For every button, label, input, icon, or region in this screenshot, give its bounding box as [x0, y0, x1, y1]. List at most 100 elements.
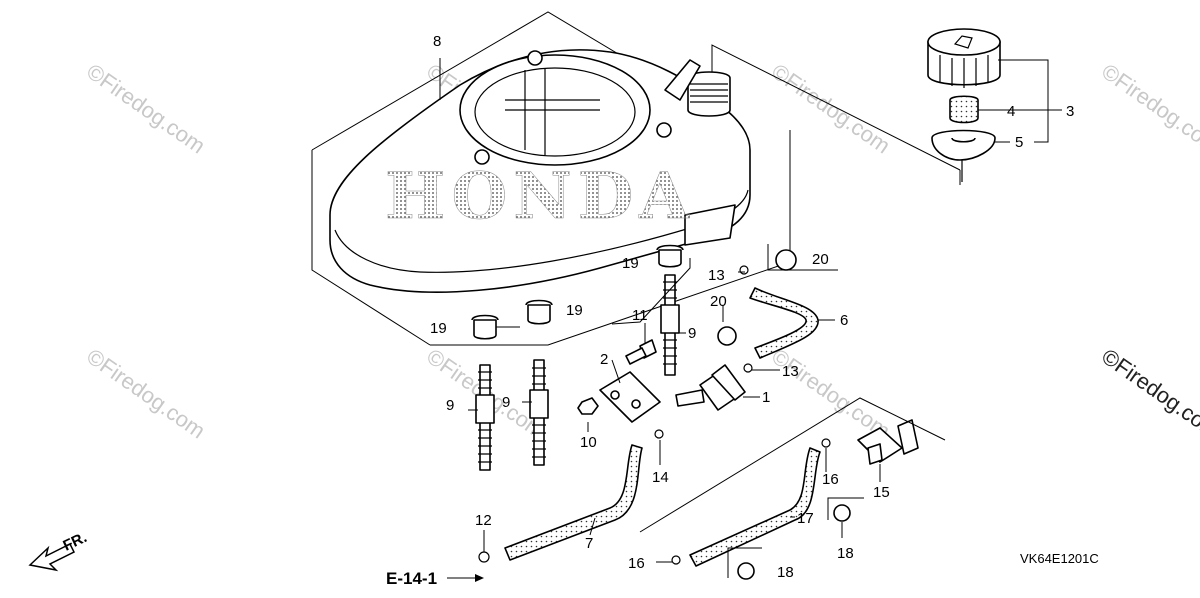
tank-side-boss [684, 204, 736, 246]
bracket-frame-18a [827, 497, 864, 520]
stud-collar [529, 389, 549, 419]
fuel-hose-17 [689, 447, 821, 567]
watermark: ©Firedog.com [767, 344, 895, 444]
callout-16: 16 [822, 471, 839, 488]
callout-7: 7 [585, 535, 593, 552]
fuel-cap [927, 28, 1001, 182]
filler-opening-inner [474, 67, 636, 157]
direction-label: FR. [61, 529, 90, 555]
bracket-hole [610, 390, 620, 400]
fuel-valve-lever [711, 364, 746, 401]
valve-15-lever [897, 419, 919, 455]
callout-16: 16 [628, 555, 645, 572]
nut-10 [577, 397, 599, 415]
nut [577, 397, 599, 415]
clip-18 [737, 562, 755, 580]
fuel-valve-nipple [675, 389, 705, 407]
clip-12 [478, 551, 490, 563]
callout-9: 9 [446, 397, 454, 414]
stud-center [529, 359, 549, 466]
callout-20: 20 [812, 251, 829, 268]
watermark: ©Firedog.com [1097, 59, 1200, 159]
diagram-code: VK64E1201C [1020, 551, 1099, 566]
direction-indicator: FR. [28, 529, 90, 572]
stud-thread [478, 371, 492, 463]
grommet-group [471, 244, 684, 340]
clip-18 [833, 504, 851, 522]
fuel-tank: HONDA [329, 49, 751, 293]
direction-arrow [28, 542, 76, 572]
callout-14: 14 [652, 469, 669, 486]
leader [611, 359, 621, 384]
callout-17: 17 [797, 510, 814, 527]
tank-mount-hole [474, 149, 490, 165]
bracket-3 [998, 59, 1062, 143]
fuel-cap-emblem [953, 35, 973, 49]
fuel-hose-6 [749, 287, 819, 359]
watermark: ©Firedog.com [1097, 344, 1200, 444]
tank-mount-hole [527, 50, 543, 66]
fuel-cap-grip [939, 55, 989, 88]
watermark: ©Firedog.com [82, 59, 210, 159]
bracket-frame-18b [727, 547, 762, 578]
bracket-frame-15 [639, 397, 946, 533]
fuel-valve [675, 364, 746, 411]
bracket-frame-20 [767, 244, 838, 271]
grommet [525, 299, 553, 325]
callout-10: 10 [580, 434, 597, 451]
filler-neck-threads [690, 83, 728, 103]
tank-mount-hole [656, 122, 672, 138]
callout-18: 18 [837, 545, 854, 562]
callout-15: 15 [873, 484, 890, 501]
callout-8: 8 [433, 33, 441, 50]
bolt-shank [625, 347, 647, 365]
clip-20 [717, 326, 737, 346]
callout-12: 12 [475, 512, 492, 529]
callout-20: 20 [710, 293, 727, 310]
assembly-outline [311, 11, 961, 346]
cap-gasket [931, 129, 996, 161]
valve-15-nipple [867, 443, 883, 465]
honda-logo: HONDA [385, 159, 695, 234]
clip-13 [739, 265, 749, 275]
hose-clip-group [478, 249, 851, 580]
callout-4: 4 [1007, 103, 1015, 120]
callout-18: 18 [777, 564, 794, 581]
fuel-valve-15 [857, 419, 919, 465]
cap-filter [949, 95, 979, 124]
callout-1: 1 [762, 389, 770, 406]
grommet [656, 244, 684, 268]
clip-16 [671, 555, 681, 565]
grommet [471, 314, 499, 340]
callout-19: 19 [430, 320, 447, 337]
filler-tab [664, 59, 701, 101]
callout-9: 9 [502, 394, 510, 411]
stud-left [475, 364, 495, 471]
callout-13: 13 [708, 267, 725, 284]
section-reference: E-14-1 [386, 569, 437, 588]
filler-neck [687, 71, 731, 117]
valve-bracket [599, 371, 661, 423]
callout-labels: 8 3 4 5 20 20 13 13 19 19 19 6 9 9 9 11 … [430, 33, 1074, 581]
watermark: ©Firedog.com [767, 59, 895, 159]
callout-2: 2 [600, 351, 608, 368]
bracket-hole [631, 399, 641, 409]
stud-collar [660, 304, 680, 334]
clip-14 [654, 429, 664, 439]
fuel-hose-7 [504, 444, 643, 561]
clip-13 [743, 363, 753, 373]
callout-9: 9 [688, 325, 696, 342]
bolt-11 [625, 339, 657, 365]
fuel-cap-top [927, 28, 1001, 56]
clip-16 [821, 438, 831, 448]
callout-5: 5 [1015, 134, 1023, 151]
callout-13: 13 [782, 363, 799, 380]
bracket-plate [599, 371, 661, 423]
leader-lines [439, 58, 1010, 563]
stud-thread [532, 367, 546, 458]
tank-ribs [505, 68, 600, 155]
callout-6: 6 [840, 312, 848, 329]
leader [611, 258, 691, 325]
callout-19: 19 [622, 255, 639, 272]
